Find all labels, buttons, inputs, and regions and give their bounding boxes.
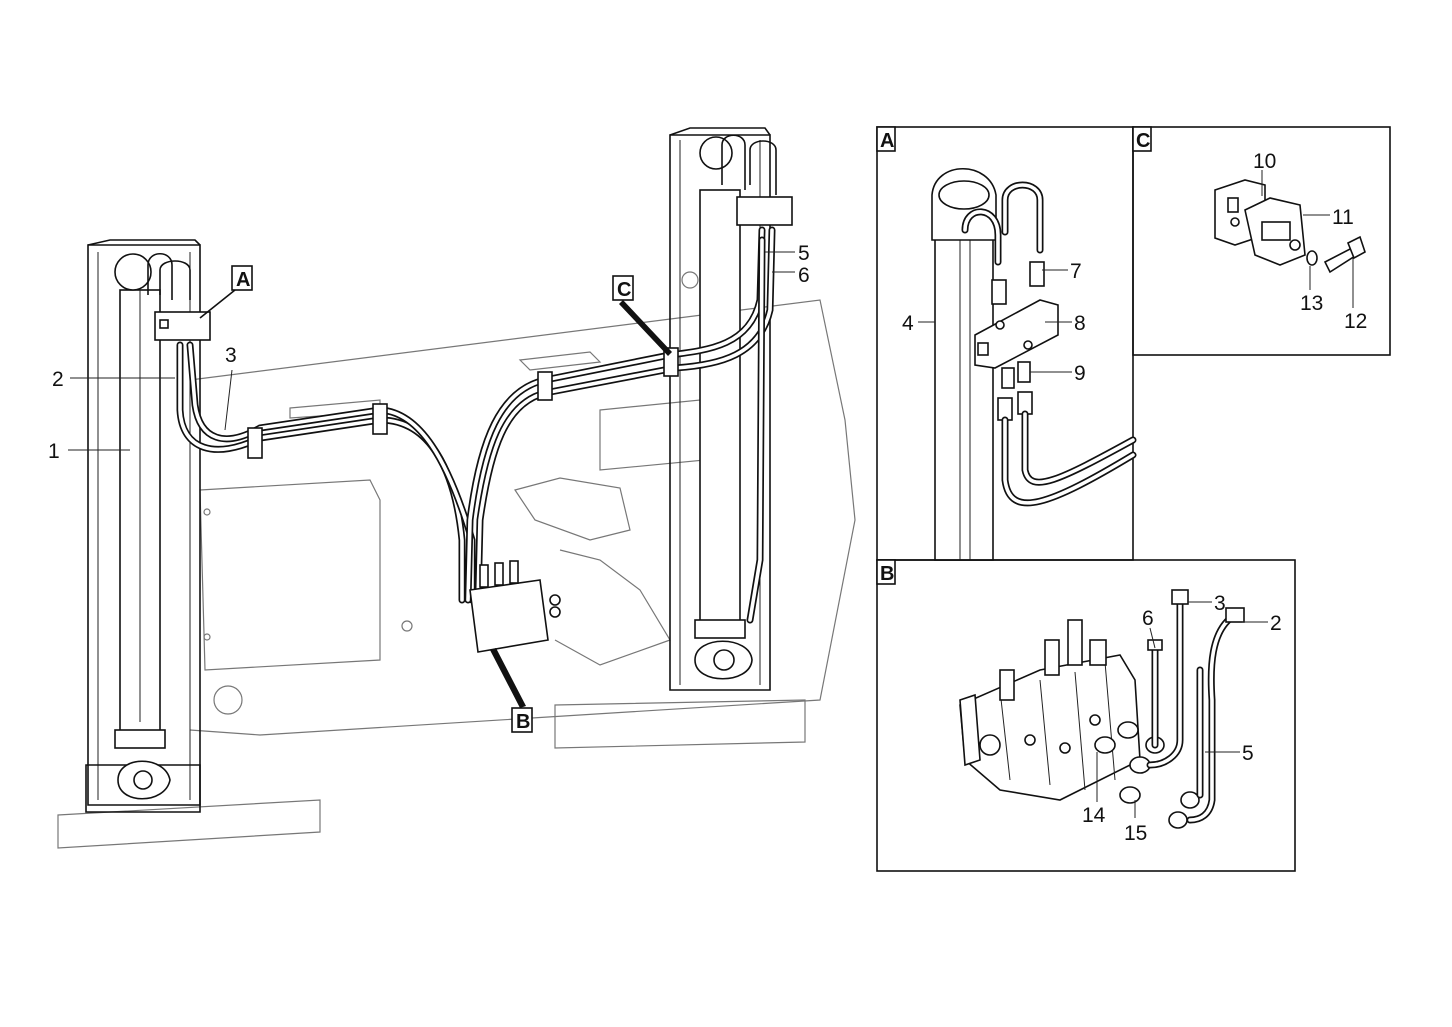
label-2: 2: [52, 368, 64, 391]
detail-B-panel: B: [876, 559, 1296, 872]
detail-A-tag: A: [880, 130, 894, 152]
detail-C-labels: 10 11 13 12: [1253, 150, 1367, 333]
label-13: 13: [1300, 292, 1323, 315]
callout-C[interactable]: C: [612, 275, 634, 301]
svg-text:A: A: [236, 269, 250, 291]
detail-A-labels: 4 7 8 9: [902, 260, 1086, 385]
label-6b: 6: [1142, 607, 1154, 630]
detail-A-panel: A: [876, 126, 1137, 561]
callout-B[interactable]: B: [511, 707, 533, 733]
label-3b: 3: [1214, 592, 1226, 615]
label-8: 8: [1074, 312, 1086, 335]
label-7: 7: [1070, 260, 1082, 283]
label-9: 9: [1074, 362, 1086, 385]
detail-B-tag: B: [880, 563, 894, 585]
label-1: 1: [48, 440, 60, 463]
label-2b: 2: [1270, 612, 1282, 635]
label-10: 10: [1253, 150, 1276, 173]
label-15: 15: [1124, 822, 1147, 845]
label-5b: 5: [1242, 742, 1254, 765]
svg-text:C: C: [617, 279, 631, 301]
detail-C-tag: C: [1136, 130, 1150, 152]
label-14: 14: [1082, 804, 1106, 827]
label-4: 4: [902, 312, 914, 335]
label-3: 3: [225, 344, 237, 367]
svg-text:B: B: [516, 711, 530, 733]
detail-B-labels: 6 3 2 5 14 15: [1082, 592, 1282, 845]
label-12: 12: [1344, 310, 1367, 333]
label-6: 6: [798, 264, 810, 287]
main-assembly-view: [57, 127, 856, 849]
label-5: 5: [798, 242, 810, 265]
callout-A[interactable]: A: [231, 265, 253, 291]
main-view-labels: 1 2 3 5 6: [48, 242, 810, 463]
label-11: 11: [1332, 206, 1354, 229]
detail-C-panel: C: [1132, 126, 1391, 356]
